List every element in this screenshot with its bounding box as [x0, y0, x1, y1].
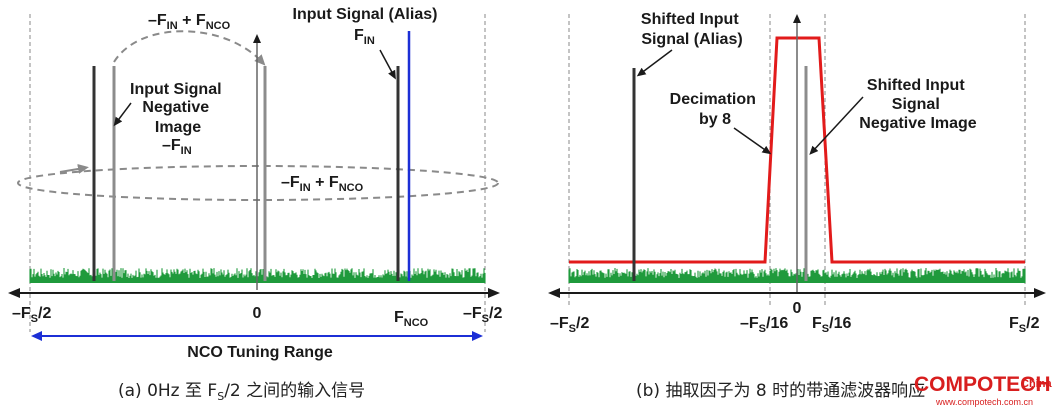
- watermark-url: www.compotech.com.cn: [935, 397, 1033, 407]
- label-fin: FIN: [354, 27, 375, 47]
- tick-b-neg-fs2: –FS/2: [550, 315, 589, 335]
- panel-a-x-axis-left-arrow: [8, 288, 20, 298]
- tick-b-neg-fs16: –FS/16: [740, 315, 788, 335]
- noise-floor-b: [568, 268, 1026, 283]
- label-neg-image: Input Signal Negative Image: [130, 81, 226, 136]
- tick-a-pos-fs2: –FS/2: [463, 305, 502, 325]
- compotech-watermark: COMPOTECH China www.compotech.com.cn: [914, 373, 1052, 407]
- panel-b: Shifted Input Signal (Alias) Decimation …: [548, 11, 1046, 401]
- noise-texture: [568, 268, 1026, 283]
- ellipse-arrow: [59, 164, 89, 174]
- label-fin-fnco-top: –FIN + FNCO: [148, 12, 231, 32]
- label-decimation: Decimation by 8: [670, 91, 761, 128]
- pointer-shifted-alias: [636, 49, 673, 77]
- decimation-filter-response: [569, 36, 1025, 264]
- panel-a-x-axis-right-arrow: [488, 288, 500, 298]
- tick-a-neg-fs2: –FS/2: [12, 305, 51, 325]
- label-shifted-neg: Shifted Input Signal Negative Image: [859, 77, 976, 132]
- noise-floor-a: [29, 268, 486, 283]
- label-input-alias: Input Signal (Alias): [293, 6, 438, 23]
- panel-b-x-axis-right-arrow: [1034, 288, 1046, 298]
- noise-texture: [29, 268, 486, 283]
- pointer-fin: [379, 49, 396, 80]
- mirror-ellipse: [17, 165, 499, 201]
- pointer-neg-image: [113, 102, 132, 127]
- shift-arc: [113, 30, 266, 66]
- watermark-brand: COMPOTECH: [914, 373, 1051, 396]
- tick-a-fnco: FNCO: [394, 309, 429, 329]
- panel-b-x-axis-left-arrow: [548, 288, 560, 298]
- tick-a-zero: 0: [253, 305, 262, 322]
- caption-a: (a) 0Hz 至 FS/2 之间的输入信号: [118, 381, 365, 403]
- label-shifted-alias: Shifted Input Signal (Alias): [641, 11, 743, 48]
- label-neg-fin: –FIN: [162, 137, 192, 157]
- tick-b-pos-fs2: FS/2: [1009, 315, 1040, 335]
- watermark-region: China: [1021, 378, 1052, 390]
- pointer-decimation: [733, 127, 772, 155]
- label-fin-fnco-mid: –FIN + FNCO: [281, 174, 364, 194]
- pointer-shifted-neg: [809, 96, 864, 155]
- panel-a: –FIN + FNCO Input Signal (Alias) FIN Inp…: [8, 6, 502, 403]
- tick-b-pos-fs16: FS/16: [812, 315, 851, 335]
- nco-range-label: NCO Tuning Range: [187, 344, 333, 361]
- caption-b: (b) 抽取因子为 8 时的带通滤波器响应: [636, 381, 925, 401]
- tick-b-zero: 0: [793, 300, 802, 317]
